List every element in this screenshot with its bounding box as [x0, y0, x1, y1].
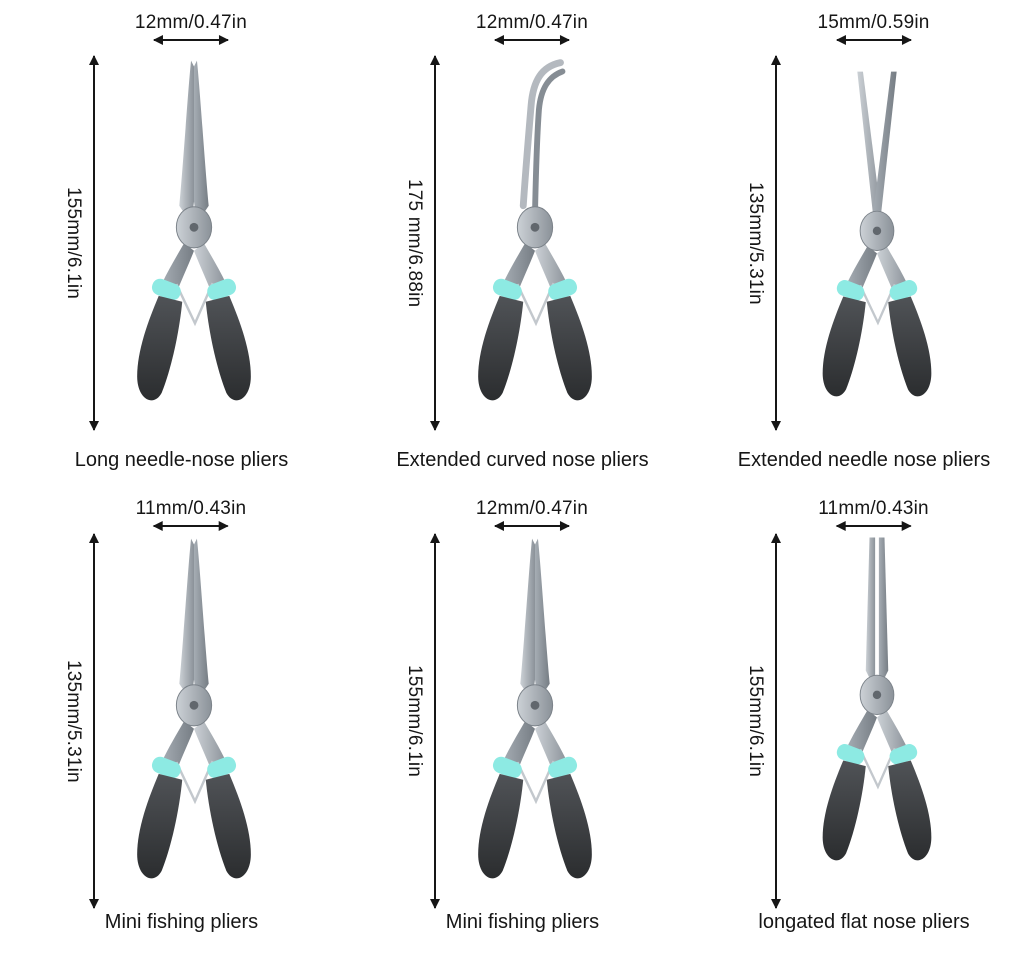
height-double-arrow-icon: [771, 533, 781, 909]
width-dimension-label: 11mm/0.43in: [818, 498, 929, 519]
height-dimension-label: 135mm/5.31in: [745, 181, 766, 305]
product-caption: Long needle-nose pliers: [74, 449, 289, 471]
height-dimension-label: 135mm/5.31in: [63, 659, 84, 783]
height-dimension: 175 mm/6.88in: [403, 55, 440, 431]
width-double-arrow-icon: [152, 521, 229, 531]
product-caption: Extended curved nose pliers: [396, 449, 649, 471]
product-caption: Mini fishing pliers: [104, 911, 259, 933]
width-double-arrow-icon: [835, 521, 912, 531]
width-dimension: 12mm/0.47in: [475, 12, 588, 45]
width-double-arrow-icon: [835, 35, 912, 45]
width-dimension-label: 15mm/0.59in: [817, 12, 930, 33]
height-dimension: 155mm/6.1in: [744, 533, 781, 909]
product-caption: Mini fishing pliers: [445, 911, 600, 933]
width-dimension: 15mm/0.59in: [817, 12, 930, 45]
product-cell-extended-curved-nose: 12mm/0.47in 175 mm/6.88in Extended curve…: [341, 0, 682, 486]
width-dimension-label: 12mm/0.47in: [475, 498, 588, 519]
height-double-arrow-icon: [89, 55, 99, 431]
width-double-arrow-icon: [493, 521, 570, 531]
pliers-photo: [96, 52, 292, 430]
product-caption: longated flat nose pliers: [758, 911, 970, 933]
product-cell-extended-needle-nose: 15mm/0.59in 135mm/5.31in Extended needle…: [682, 0, 1024, 486]
product-cell-mini-fishing-1: 11mm/0.43in 135mm/5.31in Mini fishing pl…: [0, 486, 341, 972]
width-double-arrow-icon: [152, 35, 229, 45]
height-dimension-label: 175 mm/6.88in: [404, 178, 425, 308]
height-dimension: 135mm/5.31in: [744, 55, 781, 431]
width-dimension: 12mm/0.47in: [134, 12, 247, 45]
height-double-arrow-icon: [430, 533, 440, 909]
height-dimension-label: 155mm/6.1in: [63, 186, 84, 300]
pliers-photo: [437, 52, 633, 430]
height-dimension-label: 155mm/6.1in: [745, 664, 766, 778]
height-double-arrow-icon: [89, 533, 99, 909]
height-double-arrow-icon: [771, 55, 781, 431]
width-dimension-label: 12mm/0.47in: [475, 12, 588, 33]
height-dimension: 155mm/6.1in: [403, 533, 440, 909]
height-double-arrow-icon: [430, 55, 440, 431]
product-caption: Extended needle nose pliers: [737, 449, 991, 471]
height-dimension: 135mm/5.31in: [62, 533, 99, 909]
width-dimension: 12mm/0.47in: [475, 498, 588, 531]
product-cell-mini-fishing-2: 12mm/0.47in 155mm/6.1in Mini fishing pli…: [341, 486, 682, 972]
product-cell-elongated-flat-nose: 11mm/0.43in 155mm/6.1in longated flat no…: [682, 486, 1024, 972]
width-dimension-label: 11mm/0.43in: [135, 498, 247, 519]
width-dimension-label: 12mm/0.47in: [134, 12, 247, 33]
pliers-photo: [96, 530, 292, 908]
width-dimension: 11mm/0.43in: [818, 498, 929, 531]
height-dimension: 155mm/6.1in: [62, 55, 99, 431]
pliers-photo: [437, 530, 633, 908]
pliers-photo: [779, 530, 975, 886]
width-dimension: 11mm/0.43in: [135, 498, 247, 531]
width-double-arrow-icon: [493, 35, 570, 45]
product-cell-long-needle-nose: 12mm/0.47in 155mm/6.1in Long needle-nose…: [0, 0, 341, 486]
pliers-photo: [779, 66, 975, 422]
height-dimension-label: 155mm/6.1in: [404, 664, 425, 778]
